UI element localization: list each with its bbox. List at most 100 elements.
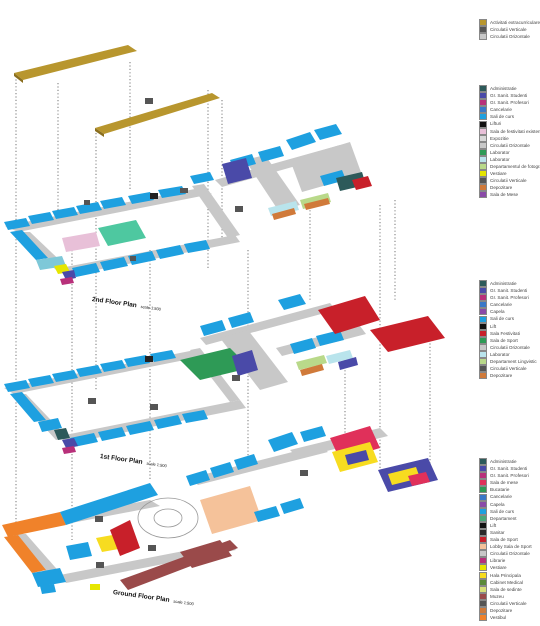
- legend-item: Vestibul: [479, 614, 532, 622]
- legend-swatch: [479, 607, 487, 615]
- legend-swatch: [479, 280, 487, 288]
- classroom: [72, 263, 100, 277]
- legend-item: Cabinet Medical: [479, 578, 532, 586]
- legend-item: Circulatii Verticale: [479, 365, 537, 373]
- legend-item: Lifturi: [479, 120, 540, 128]
- classroom: [290, 338, 316, 354]
- classroom: [66, 542, 92, 560]
- vestibule: [2, 512, 66, 537]
- legend-label: Gr. Sanit. Studenti: [490, 288, 528, 294]
- legend-swatch: [479, 19, 487, 27]
- locker-room: [90, 584, 100, 590]
- legend-swatch: [479, 177, 487, 185]
- classroom: [32, 568, 66, 587]
- legend-item: Sanitar: [479, 528, 532, 536]
- classroom: [52, 370, 78, 382]
- legend-item: Vestiare: [479, 170, 540, 178]
- sanitary-students: [62, 270, 76, 280]
- elevator: [145, 356, 153, 362]
- legend-swatch: [479, 350, 487, 358]
- legend-swatch: [479, 170, 487, 178]
- legend-swatch: [479, 599, 487, 607]
- legend-item: Vestiare: [479, 564, 532, 572]
- legend-label: Lobby Sala de Sport: [490, 544, 532, 550]
- legend-label: Sali de curs: [490, 508, 515, 514]
- legend-label: Circulatii Orizontale: [490, 142, 530, 148]
- classroom: [280, 498, 304, 514]
- legend-label: Administratie: [490, 281, 517, 286]
- classroom: [76, 365, 102, 377]
- legend-swatch: [479, 507, 487, 515]
- festivity-hall: [370, 316, 445, 352]
- legend-item: Cancelarie: [479, 301, 537, 309]
- office-red: [352, 176, 372, 190]
- legend-swatch: [479, 486, 487, 494]
- classroom: [100, 197, 126, 209]
- classroom: [268, 432, 298, 452]
- legend-item: Activitati extracurriculare: [479, 19, 540, 27]
- classroom: [52, 207, 78, 219]
- legend-label: Laborator: [490, 149, 510, 155]
- legend-item: Administratie: [479, 85, 540, 93]
- legend-swatch: [479, 120, 487, 128]
- storage: [304, 198, 330, 210]
- legend-label: Departamentul de fotografie: [490, 164, 540, 170]
- legend-item: Administratie: [479, 280, 537, 288]
- legend-label: Lifturi: [490, 121, 502, 127]
- legend-swatch: [479, 85, 487, 93]
- classroom: [60, 483, 158, 525]
- classroom: [156, 245, 184, 259]
- legend-label: Circulatii Verticale: [490, 366, 527, 372]
- legend-item: Sali de curs: [479, 315, 537, 323]
- legend-swatch: [479, 465, 487, 473]
- classroom: [100, 360, 126, 372]
- legend-label: Lift: [490, 323, 497, 329]
- legend-item: Sali de curs: [479, 507, 532, 515]
- legend-label: Sala de mese: [490, 480, 519, 486]
- legend-label: Gr. Sanit. Studenti: [490, 93, 528, 99]
- stair-core: [180, 188, 188, 193]
- floor-1-plan: [4, 294, 445, 454]
- classroom: [234, 454, 258, 470]
- legend-swatch: [479, 614, 487, 622]
- legend-swatch: [479, 141, 487, 149]
- legend-swatch: [479, 287, 487, 295]
- classroom: [150, 350, 176, 362]
- classroom: [186, 470, 210, 486]
- storage: [300, 364, 324, 376]
- floor-2-plan: [4, 124, 372, 285]
- legend-swatch: [479, 92, 487, 100]
- legend-label: Expozitie: [490, 135, 509, 141]
- legend-label: Sala de Sport: [490, 337, 518, 343]
- legend-label: Gr. Sanit. Profesori: [490, 295, 529, 301]
- legend-item: Gr. Sanit. Profesori: [479, 99, 540, 107]
- legend-label: Circulatii Verticale: [490, 27, 527, 33]
- legend-item: Circulatii Orizontale: [479, 343, 537, 351]
- classroom: [154, 415, 182, 429]
- legend-label: Circulatii Verticale: [490, 178, 527, 184]
- sanitary-students: [222, 158, 252, 184]
- legend-label: Administratie: [490, 459, 517, 464]
- legend-label: Cancelarie: [490, 494, 512, 500]
- legend-label: Laborator: [490, 351, 510, 357]
- laboratory: [268, 201, 299, 216]
- legend-label: Laborator: [490, 156, 510, 162]
- legend-swatch: [479, 578, 487, 586]
- classroom: [300, 426, 326, 442]
- legend-item: Departament: [479, 514, 532, 522]
- legend-swatch: [479, 514, 487, 522]
- legend-item: Sala de Mese: [479, 191, 540, 199]
- legend-swatch: [479, 536, 487, 544]
- classroom: [254, 506, 280, 522]
- sanitary-students: [338, 357, 358, 370]
- stair-core: [232, 375, 240, 381]
- sanitary-students: [345, 450, 369, 465]
- legend-label: Departament Lingvistic: [490, 359, 537, 365]
- legend-swatch: [479, 521, 487, 529]
- legend-item: Sala de festivitati existenta: [479, 127, 540, 135]
- legend-item: Lobby Sala de Sport: [479, 543, 532, 551]
- legend-item: Muzeu: [479, 592, 532, 600]
- legend-label: Circulatii Orizontale: [490, 34, 530, 40]
- legend-label: Vestibul: [490, 615, 507, 621]
